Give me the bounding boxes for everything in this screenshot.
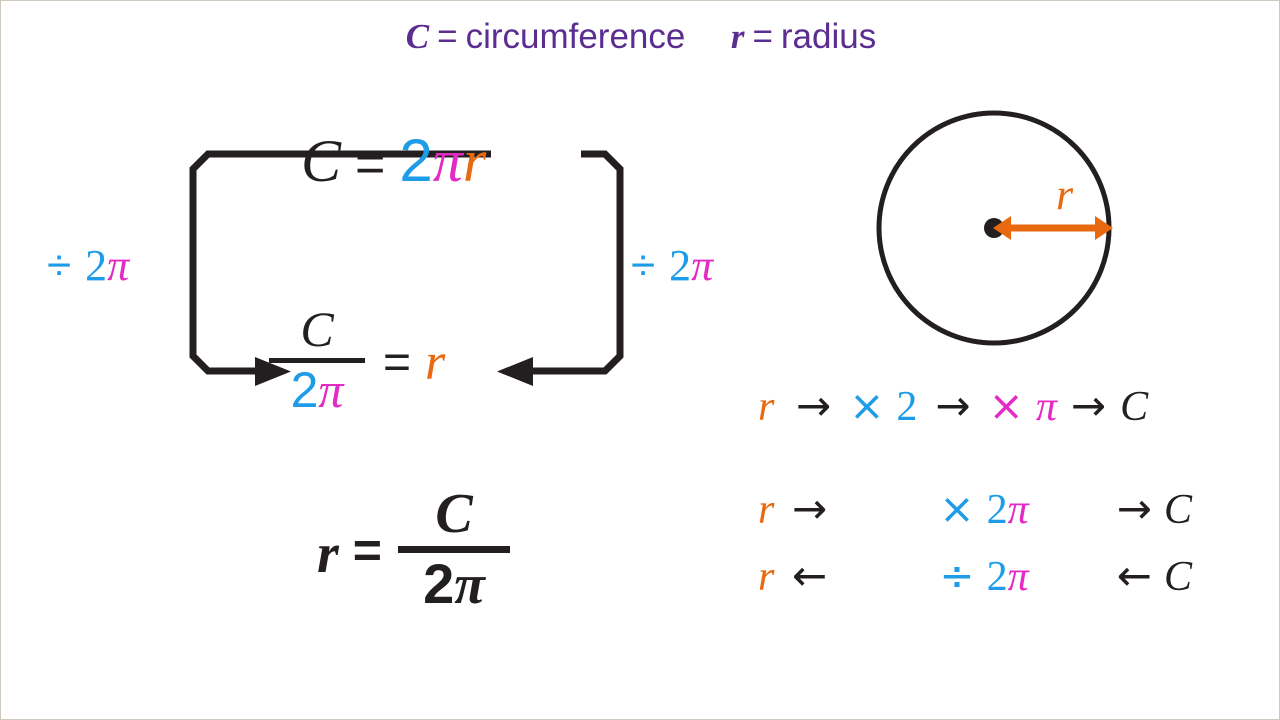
eq-top-variable: r xyxy=(462,128,487,194)
legend-symbol-r: r xyxy=(730,17,745,56)
legend-word-circumference: circumference xyxy=(465,17,686,56)
eq-mid-fraction: C 2π xyxy=(269,304,365,416)
eq-mid-denominator-coefficient: 2 xyxy=(290,362,319,418)
flow1-step1-op: × xyxy=(849,381,885,430)
flow2-start: r xyxy=(758,487,775,533)
flow2-operation: ×2π xyxy=(904,485,1064,534)
legend-equals-r: = xyxy=(752,17,773,56)
eq-mid-fraction-bar xyxy=(269,358,365,363)
equation-circumference: C=2πr xyxy=(301,128,486,197)
flow1-arrow-2: → xyxy=(935,381,971,430)
flow3-coefficient: 2 xyxy=(986,554,1008,600)
flow2-arrow-1: → xyxy=(792,484,828,533)
operation-divide-right: ÷ 2π xyxy=(631,241,713,291)
eq-final-numerator: C xyxy=(435,483,473,545)
eq-mid-denominator: 2π xyxy=(269,365,365,416)
left-arrowhead xyxy=(255,357,291,386)
equation-radius-fraction: C 2π =r xyxy=(269,304,445,416)
divide-left-pi: π xyxy=(107,241,130,290)
operation-divide-left: ÷ 2π xyxy=(47,241,129,291)
left-bracket-path xyxy=(189,150,491,375)
circle-diagram xyxy=(869,105,1119,355)
eq-final-equals: = xyxy=(352,522,382,579)
flow2-coefficient: 2 xyxy=(986,487,1008,533)
flow3-pi: π xyxy=(1007,554,1029,600)
eq-final-denominator-pi: π xyxy=(454,554,485,617)
flow3-operation: ÷2π xyxy=(904,552,1064,601)
eq-top-lhs: C xyxy=(301,128,342,194)
flow1-start: r xyxy=(758,384,775,430)
flow-combined-forward: r→×2π→C xyxy=(758,485,1192,534)
flow1-step1-value: 2 xyxy=(896,384,918,430)
flow3-end: C xyxy=(1163,554,1192,600)
flow1-step2-value: π xyxy=(1035,384,1057,430)
flow1-step2-op: × xyxy=(988,381,1024,430)
eq-final-fraction-bar xyxy=(398,546,510,554)
radius-arrowhead-left xyxy=(993,216,1011,240)
eq-final-denominator-coefficient: 2 xyxy=(423,552,455,616)
radius-label: r xyxy=(1056,169,1073,220)
eq-final-fraction: C 2π xyxy=(398,483,510,614)
balance-bracket-diagram xyxy=(189,150,624,386)
flow2-end: C xyxy=(1163,487,1192,533)
flow1-end: C xyxy=(1120,384,1149,430)
eq-top-equals: = xyxy=(355,135,386,193)
radius-arrowhead-right xyxy=(1095,216,1113,240)
flow3-op: ÷ xyxy=(939,551,975,600)
divide-left-sign: ÷ xyxy=(47,241,72,290)
divide-right-sign: ÷ xyxy=(631,241,656,290)
flow1-arrow-3: → xyxy=(1070,381,1107,430)
flow2-op: × xyxy=(939,484,975,533)
radius-label-text: r xyxy=(1056,170,1074,219)
flow-expanded-forward: r→×2→×π→C xyxy=(758,382,1148,431)
flow2-arrow-2: → xyxy=(1116,484,1152,533)
legend-equals-c: = xyxy=(437,17,458,56)
right-bracket-path xyxy=(529,150,624,375)
eq-mid-equals: = xyxy=(383,335,412,389)
flow2-pi: π xyxy=(1007,487,1029,533)
legend-word-radius: radius xyxy=(780,17,877,56)
eq-final-lhs: r xyxy=(317,523,339,586)
legend-header: C=circumference r=radius xyxy=(1,15,1279,59)
circle-svg xyxy=(876,110,1113,346)
equation-final-radius: r= C 2π xyxy=(317,483,510,614)
flow3-start: r xyxy=(758,554,775,600)
right-arrowhead xyxy=(497,357,533,386)
flow3-arrow-1: ← xyxy=(792,551,828,600)
eq-final-denominator: 2π xyxy=(398,555,510,614)
flow1-arrow-1: → xyxy=(796,381,832,430)
divide-right-pi: π xyxy=(691,241,714,290)
legend-symbol-c: C xyxy=(405,17,430,56)
flow3-arrow-2: ← xyxy=(1116,551,1152,600)
divide-right-coefficient: 2 xyxy=(669,241,692,290)
eq-mid-rhs: r xyxy=(425,333,446,391)
eq-mid-denominator-pi: π xyxy=(318,362,344,418)
divide-left-coefficient: 2 xyxy=(85,241,108,290)
eq-top-coefficient: 2 xyxy=(399,127,433,194)
eq-top-pi: π xyxy=(432,128,463,194)
flow-combined-inverse: r←÷2π←C xyxy=(758,552,1192,601)
eq-mid-numerator: C xyxy=(300,301,334,357)
